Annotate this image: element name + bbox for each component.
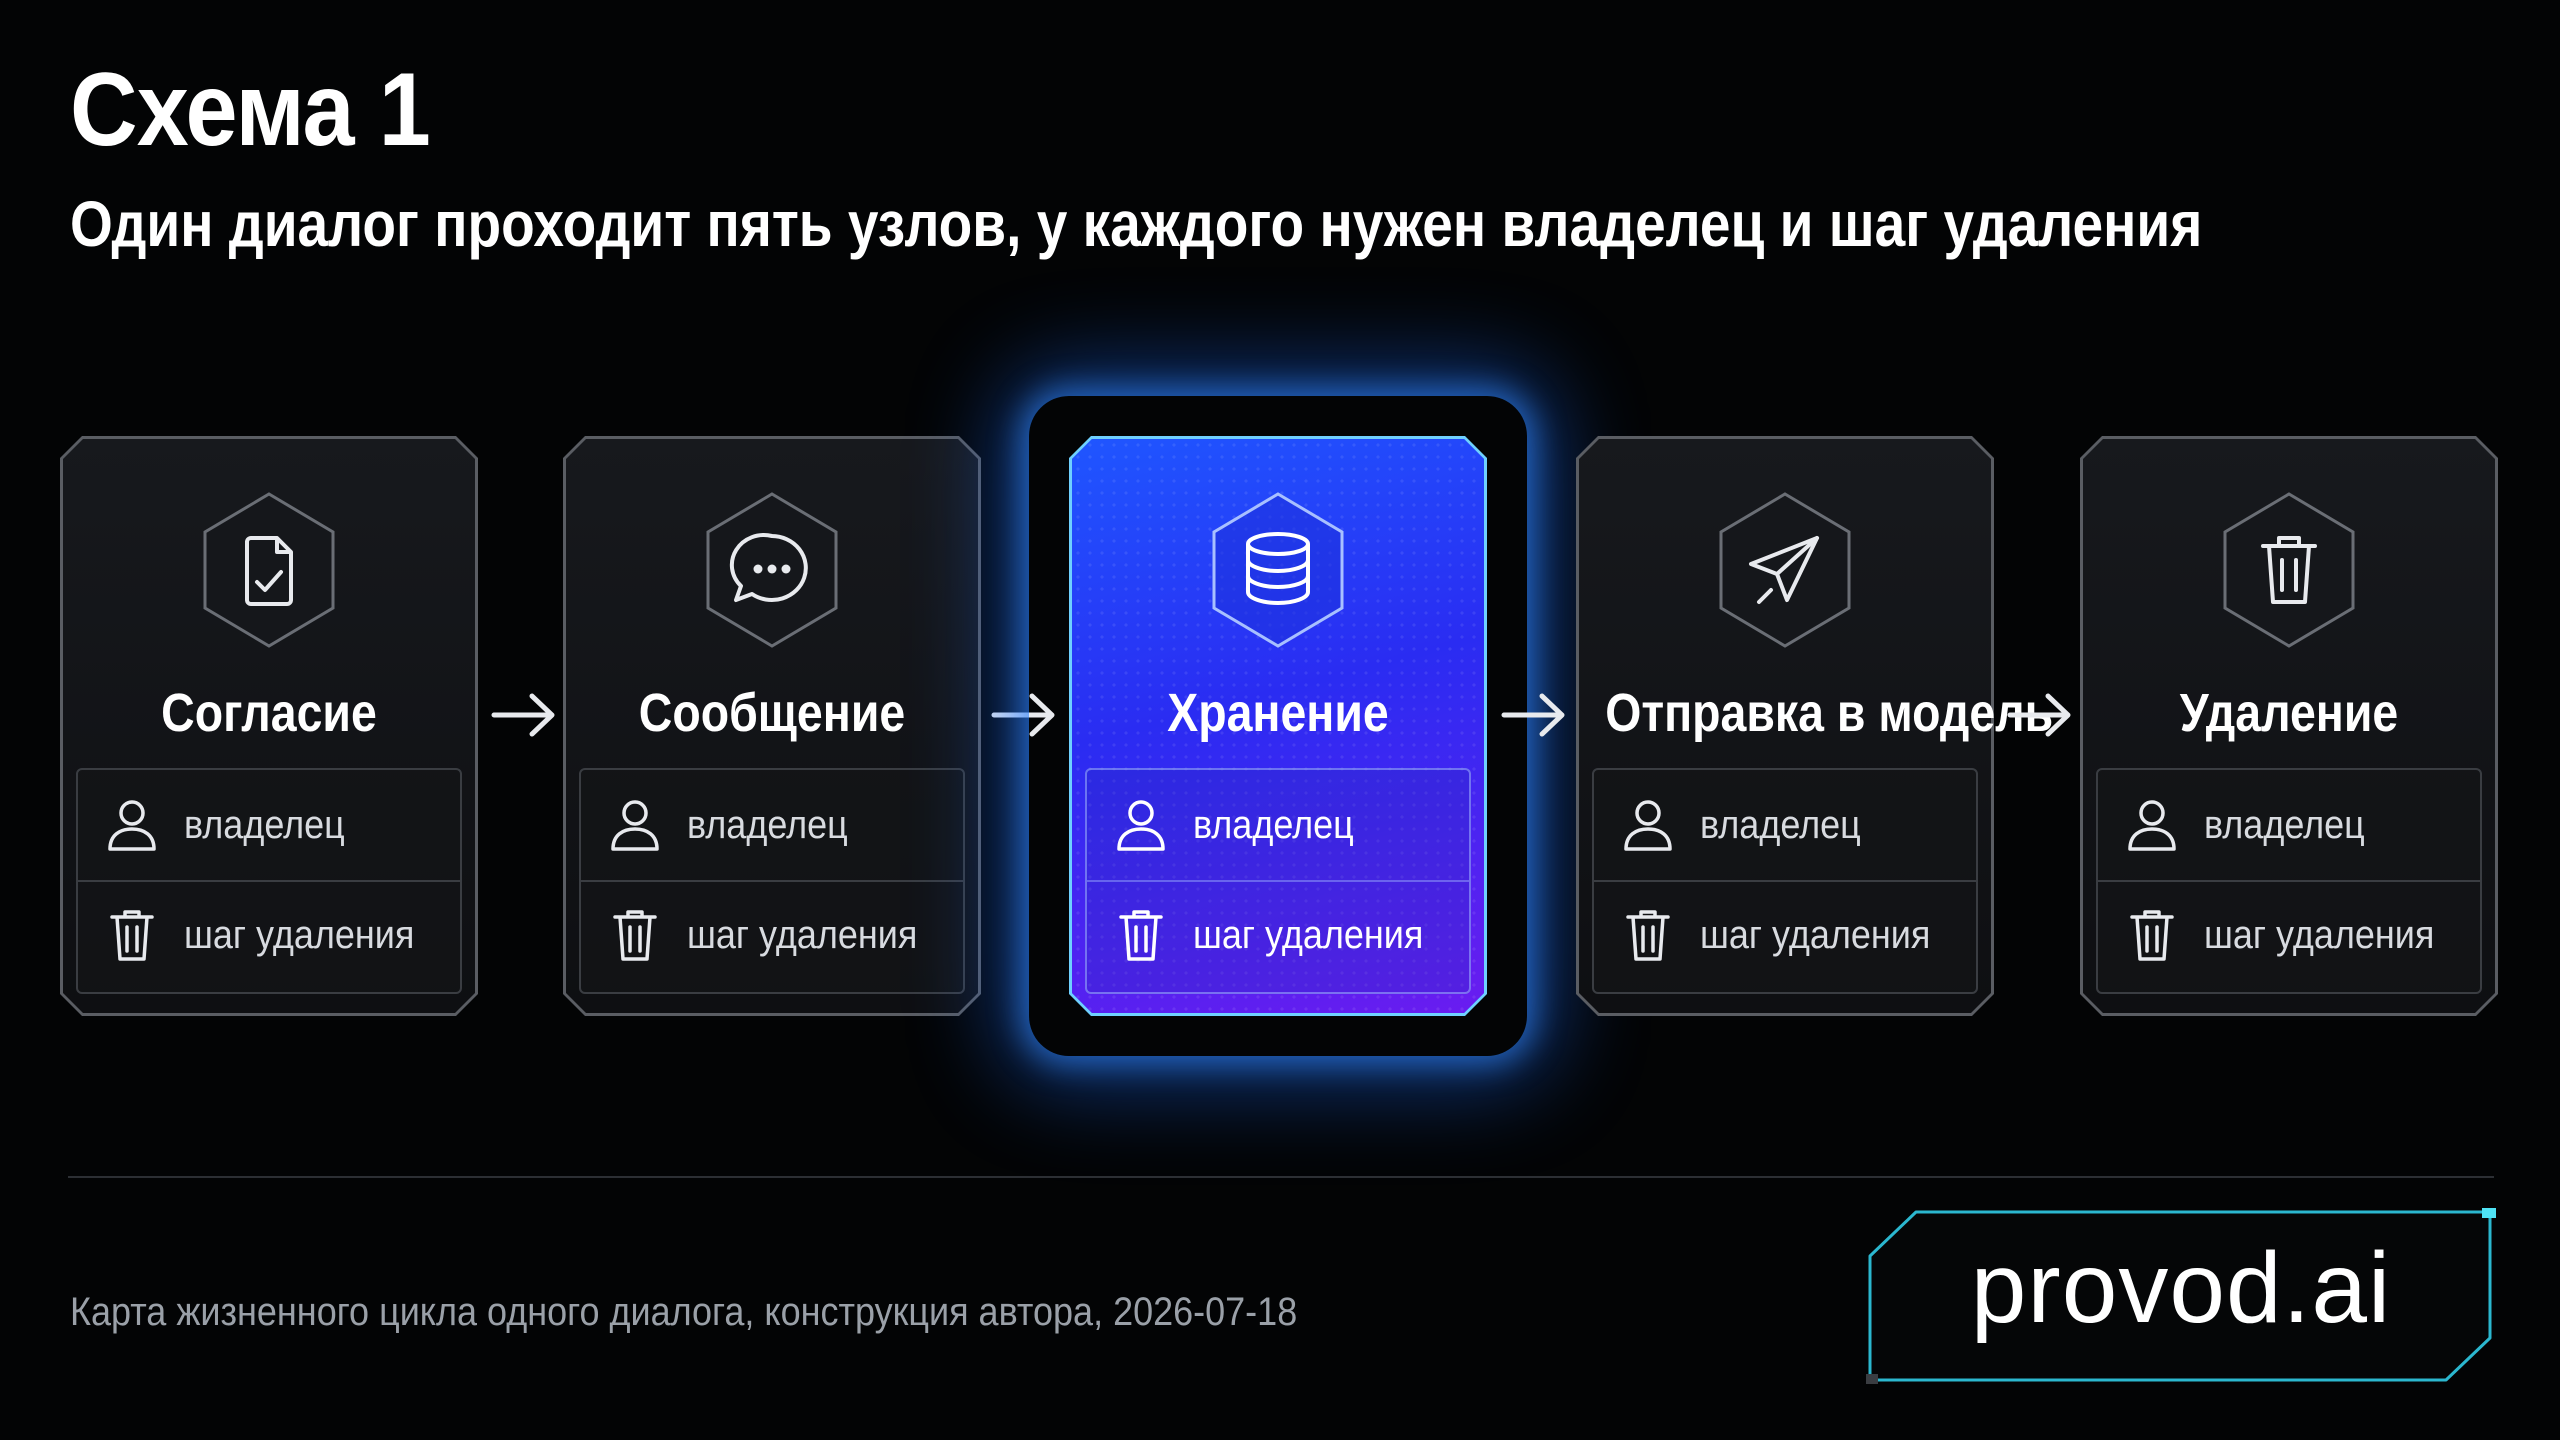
owner-label: владелец <box>1700 802 1861 847</box>
delete-step-row: шаг удаления <box>1594 880 1976 990</box>
arrow-right-icon <box>991 693 1055 737</box>
owner-label: владелец <box>2204 802 2365 847</box>
node-rows: владелец шаг удаления <box>76 768 462 994</box>
delete-step-row: шаг удаления <box>2098 880 2480 990</box>
node-title: Сообщение <box>638 683 906 743</box>
node-rows: владелец шаг удаления <box>579 768 965 994</box>
node-card-send-to-model: Отправка в модель владелец шаг удаления <box>1576 436 2054 1016</box>
node-rows: владелец шаг удаления <box>2096 768 2482 994</box>
user-icon <box>2124 797 2180 853</box>
owner-row: владелец <box>2098 770 2480 882</box>
node-card-message: Сообщение владелец шаг удаления <box>563 436 981 1016</box>
footer-caption: Карта жизненного цикла одного диалога, к… <box>70 1290 1298 1334</box>
owner-row: владелец <box>1087 770 1469 882</box>
delete-step-label: шаг удаления <box>1193 912 1424 957</box>
owner-row: владелец <box>581 770 963 882</box>
chat-bubble-icon <box>702 490 842 650</box>
owner-label: владелец <box>184 802 345 847</box>
trash-icon <box>1113 907 1169 963</box>
delete-step-row: шаг удаления <box>78 880 460 990</box>
delete-step-row: шаг удаления <box>581 880 963 990</box>
node-card-deletion: Удаление владелец шаг удаления <box>2080 436 2498 1016</box>
page-title: Схема 1 <box>70 52 431 168</box>
trash-icon <box>2124 907 2180 963</box>
delete-step-label: шаг удаления <box>1700 912 1931 957</box>
logo-text: provod.ai <box>1970 1232 2392 1344</box>
trash-icon <box>607 907 663 963</box>
send-icon <box>1715 490 1855 650</box>
delete-step-row: шаг удаления <box>1087 880 1469 990</box>
trash-icon <box>1620 907 1676 963</box>
owner-label: владелец <box>687 802 848 847</box>
node-card-consent: Согласие владелец шаг удаления <box>60 436 478 1016</box>
owner-row: владелец <box>1594 770 1976 882</box>
user-icon <box>104 797 160 853</box>
user-icon <box>1113 797 1169 853</box>
delete-step-label: шаг удаления <box>184 912 415 957</box>
user-icon <box>1620 797 1676 853</box>
node-card-storage: Хранение владелец шаг удаления <box>1069 436 1487 1016</box>
user-icon <box>607 797 663 853</box>
node-rows: владелец шаг удаления <box>1085 768 1471 994</box>
node-title: Отправка в модель <box>1605 683 2054 743</box>
delete-step-label: шаг удаления <box>2204 912 2435 957</box>
document-check-icon <box>199 490 339 650</box>
brand-logo: provod.ai <box>1866 1208 2496 1384</box>
arrow-right-icon <box>1501 693 1565 737</box>
arrow-right-icon <box>2007 693 2071 737</box>
node-title: Удаление <box>2179 683 2399 743</box>
page-subtitle: Один диалог проходит пять узлов, у каждо… <box>70 188 2203 260</box>
database-icon <box>1208 490 1348 650</box>
divider <box>68 1176 2494 1178</box>
node-title: Согласие <box>161 683 377 743</box>
trash-icon <box>104 907 160 963</box>
arrow-right-icon <box>491 693 555 737</box>
owner-label: владелец <box>1193 802 1354 847</box>
owner-row: владелец <box>78 770 460 882</box>
node-rows: владелец шаг удаления <box>1592 768 1978 994</box>
node-title: Хранение <box>1167 683 1389 743</box>
delete-step-label: шаг удаления <box>687 912 918 957</box>
trash-icon <box>2219 490 2359 650</box>
